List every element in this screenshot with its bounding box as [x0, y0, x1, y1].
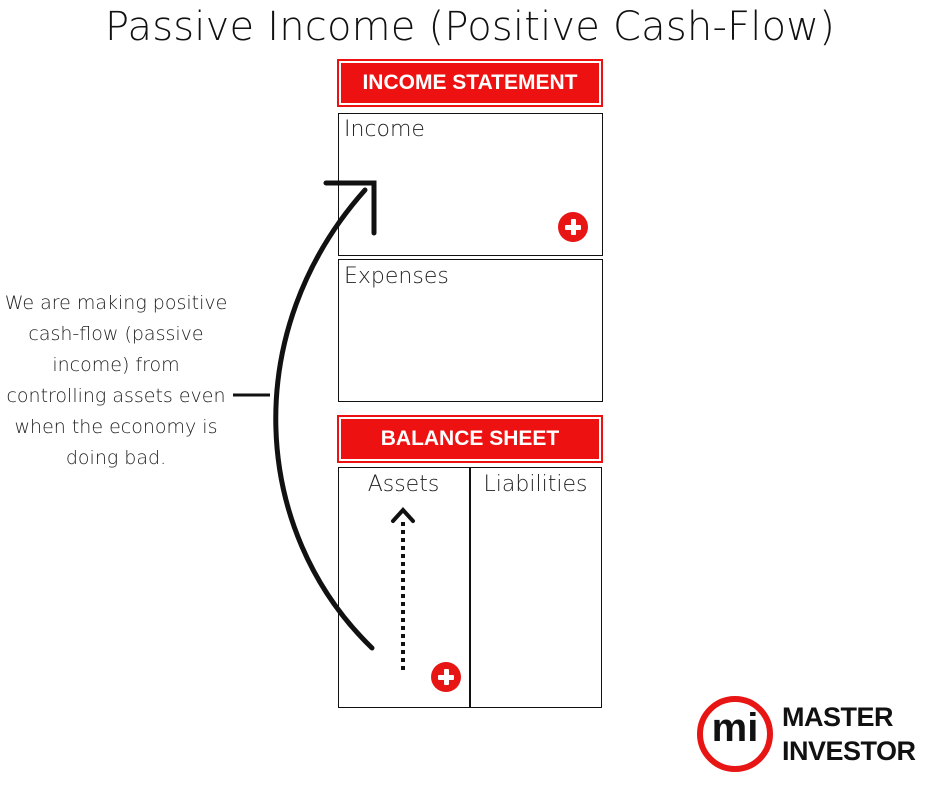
liabilities-label: Liabilities	[483, 472, 588, 497]
income-label: Income	[344, 117, 425, 142]
balance-sheet-header: BALANCE SHEET	[337, 415, 603, 463]
logo-mark-text: mi	[711, 706, 759, 750]
dotted-arrowhead	[391, 507, 415, 523]
income-statement-header: INCOME STATEMENT	[337, 59, 603, 107]
page-title: Passive Income (Positive Cash-Flow)	[104, 4, 836, 50]
assets-label: Assets	[367, 472, 440, 497]
curved-arrow	[273, 187, 375, 651]
logo-mark	[697, 696, 773, 772]
liabilities-box: Liabilities	[470, 467, 602, 708]
logo-text-line2: INVESTOR	[782, 736, 916, 766]
logo-text-line1: MASTER	[782, 702, 894, 732]
annotation-text: We are making positive cash-flow (passiv…	[4, 292, 228, 469]
curved-arrowhead	[323, 180, 377, 236]
expenses-label: Expenses	[344, 264, 449, 289]
plus-icon	[558, 212, 588, 242]
expenses-box: Expenses	[338, 259, 603, 402]
plus-icon	[431, 662, 461, 692]
income-box: Income	[338, 113, 603, 256]
